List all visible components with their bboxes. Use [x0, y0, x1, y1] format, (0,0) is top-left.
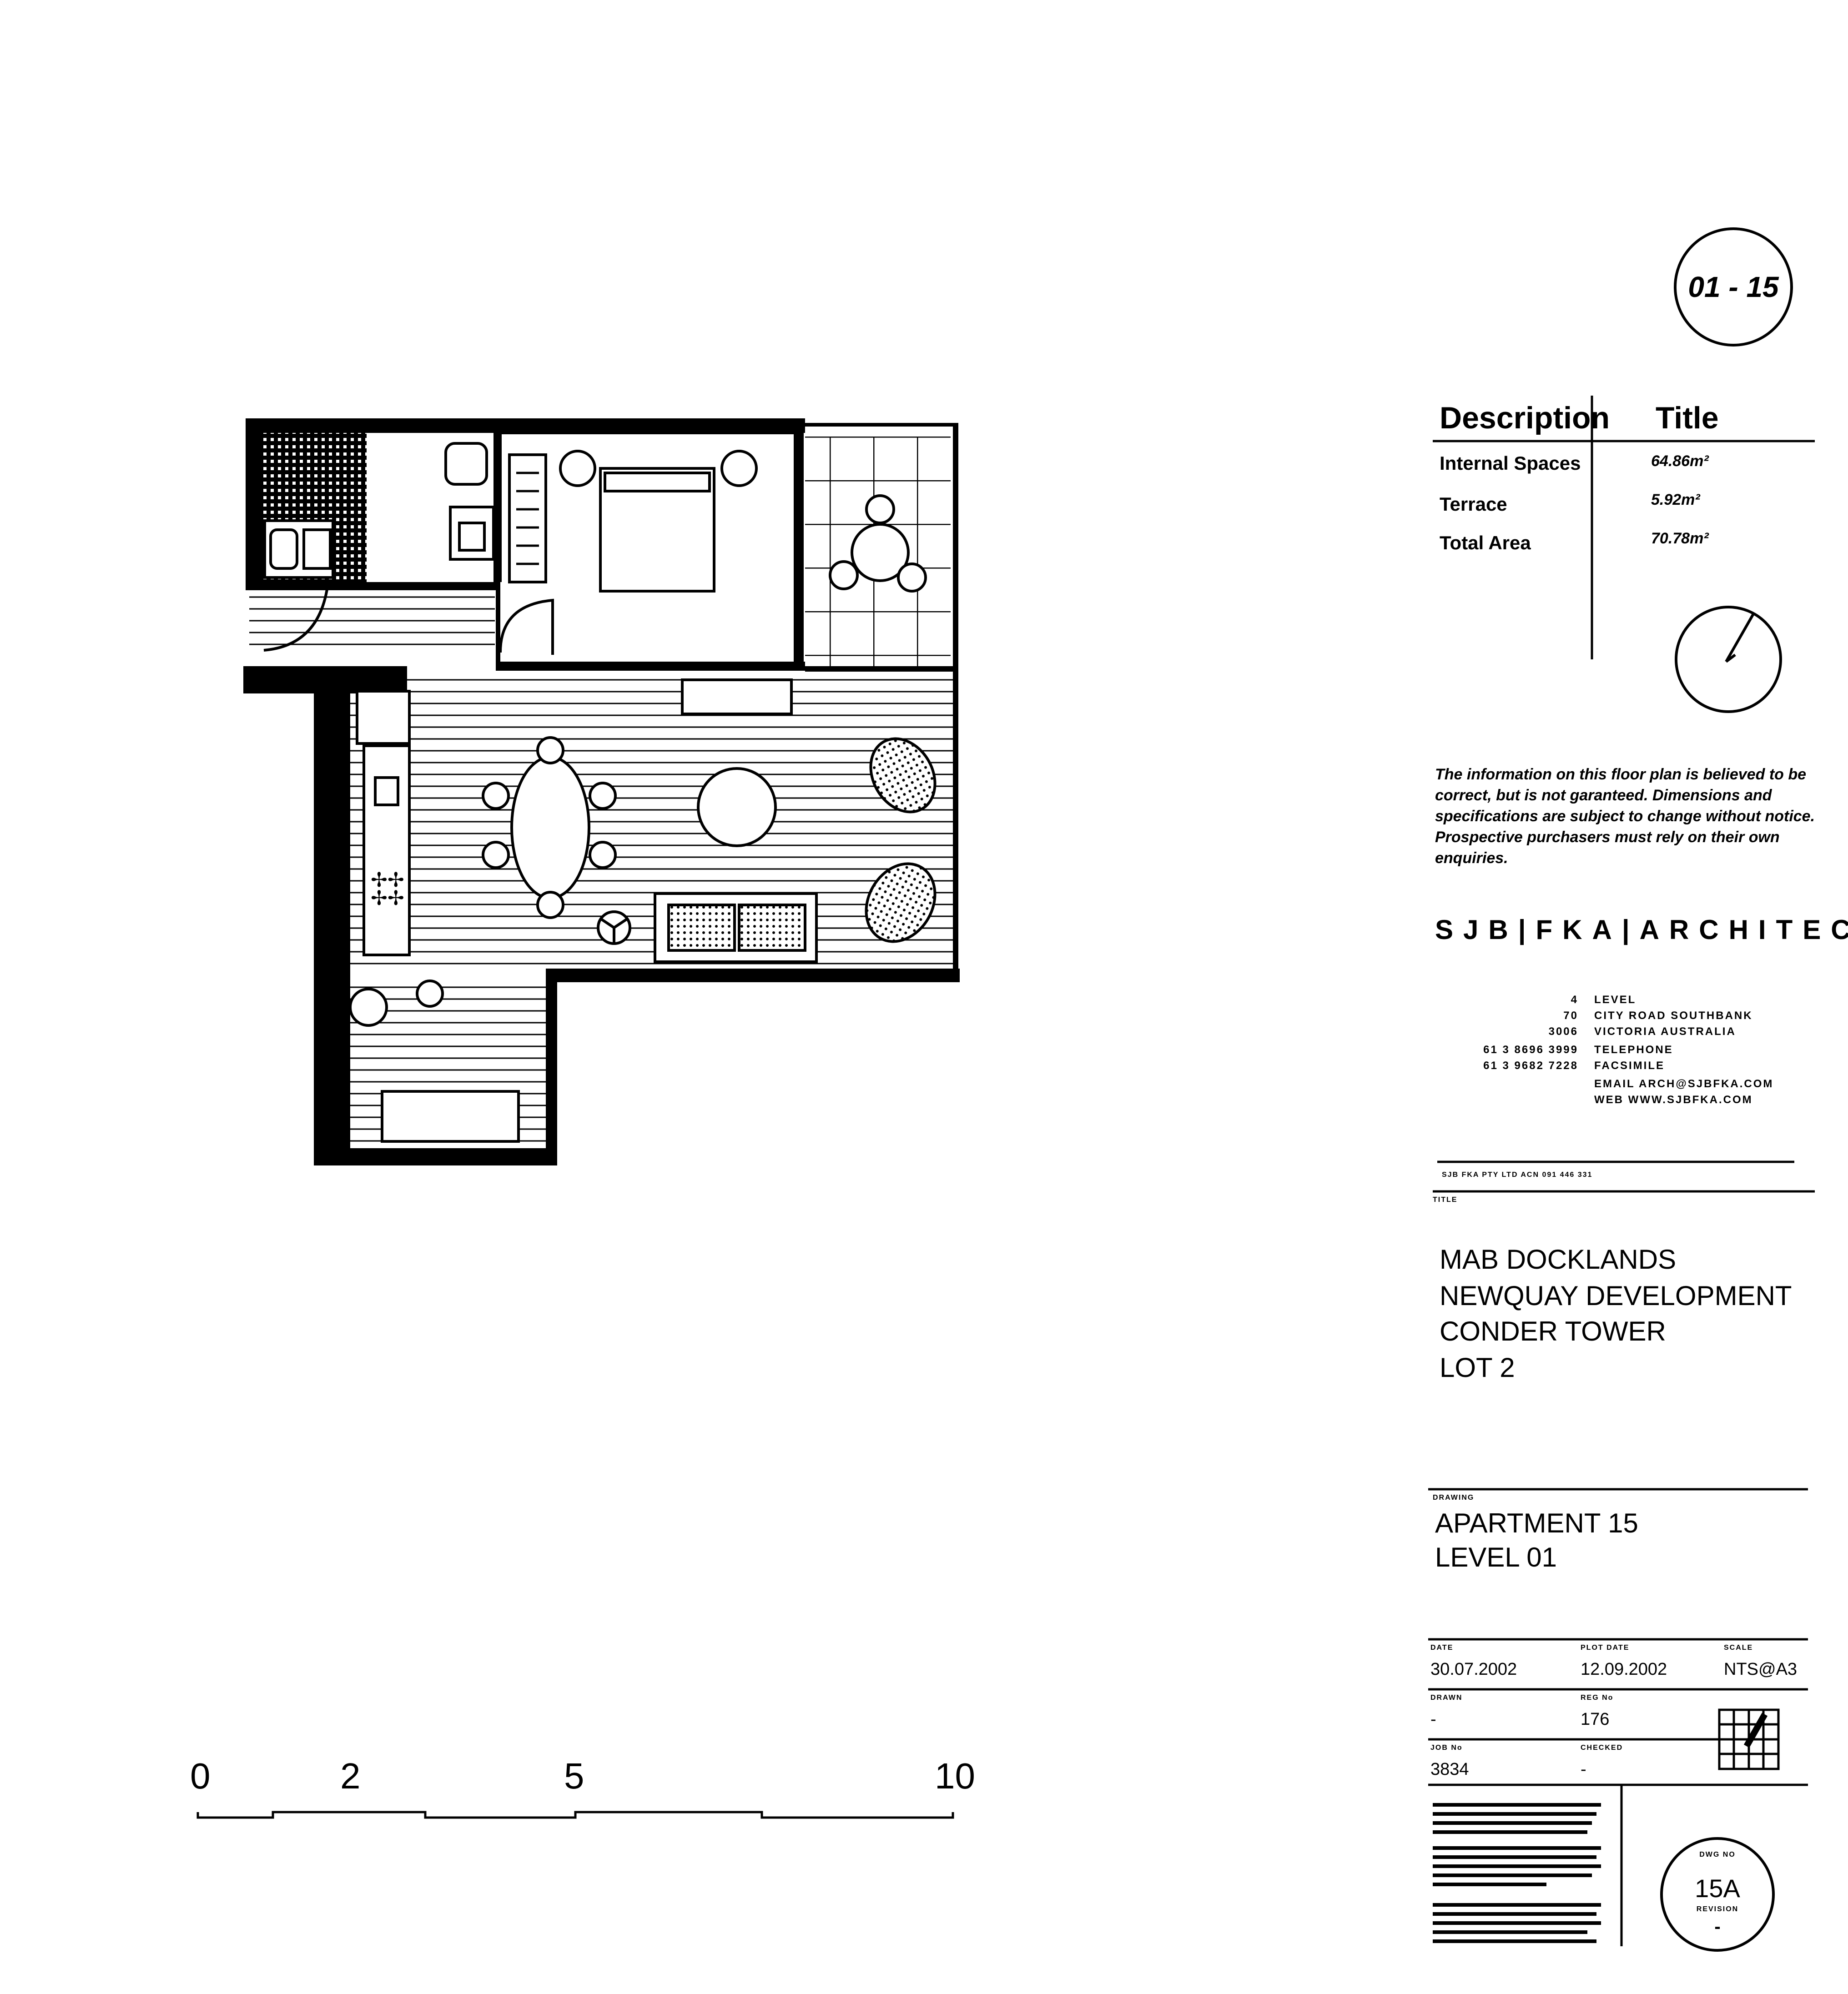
date-value: 30.07.2002	[1430, 1660, 1517, 1679]
row-label-total: Total Area	[1440, 532, 1531, 553]
row-value-internal: 64.86m²	[1651, 452, 1709, 470]
address-right-1: CITY ROAD SOUTHBANK	[1594, 1010, 1753, 1022]
north-arrow	[1675, 606, 1782, 713]
drawing-line-1: LEVEL 01	[1435, 1542, 1557, 1572]
drawing-number-badge	[1660, 1837, 1775, 1952]
project-line-1: NEWQUAY DEVELOPMENT	[1440, 1281, 1792, 1311]
walls	[243, 418, 960, 1165]
revision-caption: REVISION	[1696, 1905, 1739, 1913]
grid-logo	[1718, 1708, 1780, 1770]
armchairs	[865, 737, 937, 943]
scale-value: NTS@A3	[1724, 1660, 1798, 1679]
drawing-line-0: APARTMENT 15	[1435, 1508, 1638, 1538]
plot-date-value: 12.09.2002	[1581, 1660, 1667, 1679]
reg-caption: REG No	[1581, 1694, 1614, 1702]
fine-print	[1433, 1803, 1601, 1943]
scale-bar	[196, 1811, 954, 1819]
scale-label-0: 0	[190, 1756, 211, 1796]
plot-date-caption: PLOT DATE	[1581, 1644, 1630, 1652]
unit-reference-badge: 01 - 15	[1674, 227, 1793, 347]
job-value: 3834	[1430, 1760, 1469, 1779]
row-label-internal: Internal Spaces	[1440, 452, 1581, 474]
checked-value: -	[1581, 1760, 1586, 1779]
scale-label-5: 5	[564, 1756, 584, 1796]
address-right-3: TELEPHONE	[1594, 1044, 1673, 1056]
company-line: SJB FKA PTY LTD ACN 091 446 331	[1442, 1171, 1593, 1179]
job-caption: JOB No	[1430, 1744, 1463, 1752]
living-floor	[346, 672, 955, 972]
terrace-furniture	[829, 494, 927, 593]
svg-text:✢✢: ✢✢	[371, 869, 404, 892]
drawn-caption: DRAWN	[1430, 1694, 1463, 1702]
row-label-terrace: Terrace	[1440, 493, 1507, 515]
row-value-total: 70.78m²	[1651, 530, 1709, 547]
tv-unit	[681, 678, 793, 715]
address-left-4: 61 3 9682 7228	[1483, 1060, 1578, 1072]
scale-label-2: 2	[340, 1756, 361, 1796]
scale-label-10: 10	[935, 1756, 975, 1796]
study-furniture	[349, 979, 520, 1143]
cooktop: ✢✢ ✢✢	[371, 869, 404, 910]
table-header-description: Description	[1440, 401, 1610, 435]
kitchen	[356, 690, 411, 956]
title-caption: TITLE	[1433, 1196, 1458, 1204]
disclaimer: The information on this floor plan is be…	[1435, 766, 1815, 867]
coffee-table	[697, 767, 777, 847]
address-email: EMAIL ARCH@SJBFKA.COM	[1594, 1078, 1774, 1090]
firm-name: SJB|FKA|ARCHITECTS	[1435, 914, 1848, 945]
drawn-value: -	[1430, 1710, 1436, 1729]
scale-caption: SCALE	[1724, 1644, 1753, 1652]
side-table	[597, 910, 631, 945]
unit-reference: 01 - 15	[1688, 271, 1779, 303]
dining-set	[482, 736, 617, 919]
bedroom-door	[499, 598, 554, 655]
address-left-1: 70	[1563, 1010, 1578, 1022]
address-right-4: FACSIMILE	[1594, 1060, 1665, 1072]
bedroom-furniture	[508, 450, 758, 593]
date-caption: DATE	[1430, 1644, 1454, 1652]
table-header-title: Title	[1656, 401, 1719, 435]
address-right-2: VICTORIA AUSTRALIA	[1594, 1025, 1736, 1038]
address-left-2: 3006	[1548, 1025, 1578, 1038]
address-web: WEB WWW.SJBFKA.COM	[1594, 1094, 1753, 1106]
address-left-3: 61 3 8696 3999	[1483, 1044, 1578, 1056]
row-value-terrace: 5.92m²	[1651, 491, 1700, 508]
dwg-no-caption: DWG NO	[1699, 1851, 1736, 1858]
dwg-no-value: 15A	[1695, 1874, 1740, 1903]
reg-value: 176	[1581, 1710, 1610, 1729]
svg-text:✢✢: ✢✢	[371, 887, 404, 910]
checked-caption: CHECKED	[1581, 1744, 1623, 1752]
project-line-0: MAB DOCKLANDS	[1440, 1244, 1677, 1275]
project-line-2: CONDER TOWER	[1440, 1316, 1666, 1346]
project-line-3: LOT 2	[1440, 1352, 1515, 1383]
entry-door	[263, 586, 329, 652]
wardrobe-marks	[516, 472, 539, 565]
revision-value: -	[1714, 1917, 1721, 1937]
sofa	[654, 892, 818, 963]
address-left-0: 4	[1571, 994, 1578, 1006]
drawing-caption: DRAWING	[1433, 1494, 1475, 1502]
bathroom-fixtures	[263, 442, 495, 579]
title-block-lines	[1428, 396, 1815, 1946]
address-right-0: LEVEL	[1594, 994, 1637, 1006]
